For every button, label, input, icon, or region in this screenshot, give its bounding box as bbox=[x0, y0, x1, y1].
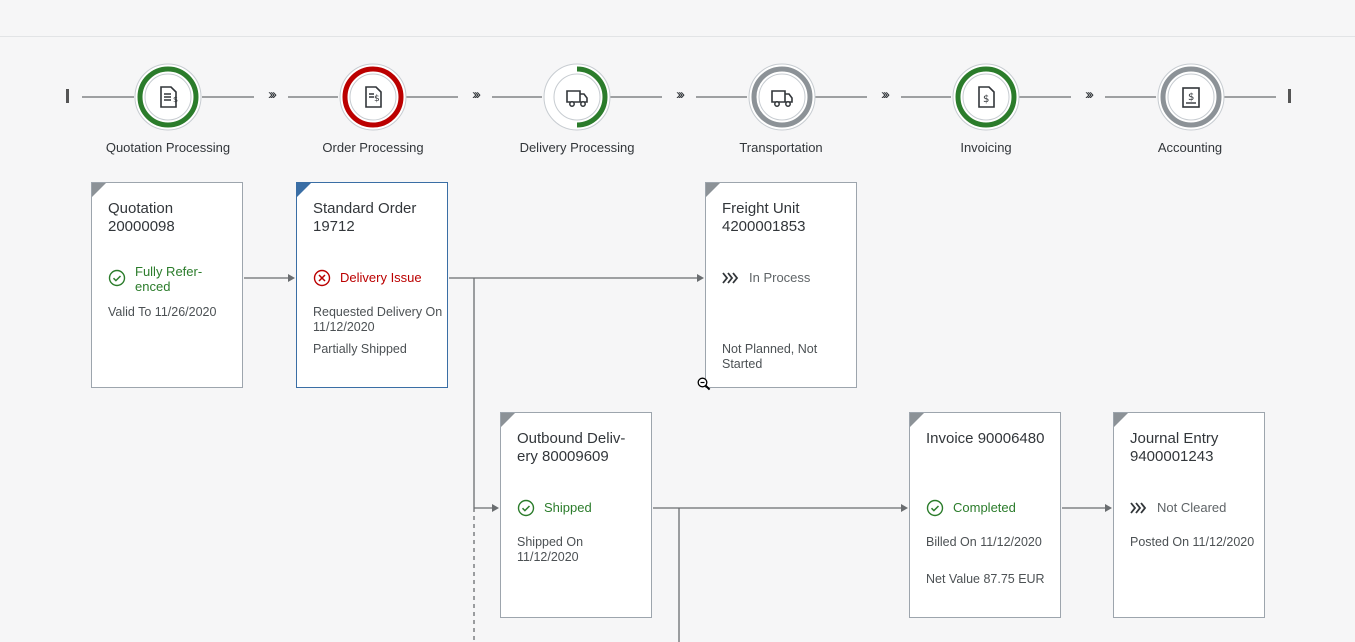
lane-chevron: ››› bbox=[472, 86, 481, 103]
node-corner bbox=[910, 413, 924, 427]
node-title: Standard Order 19712 bbox=[313, 200, 417, 235]
node-detail: Not Planned, Not Started bbox=[722, 342, 818, 371]
node-standard-order[interactable]: Standard Order 19712 Delivery Issue Requ… bbox=[296, 182, 448, 388]
zoom-out-cursor-icon bbox=[697, 377, 711, 391]
node-freight-unit[interactable]: Freight Unit 4200001853 In Process Not P… bbox=[705, 182, 857, 388]
document-dollar-icon: $ bbox=[978, 86, 995, 108]
node-detail: Shipped On 11/12/2020 bbox=[517, 535, 584, 564]
node-title: Outbound Deliv-ery 80009609 bbox=[517, 430, 626, 465]
node-status-text: Shipped bbox=[544, 500, 592, 515]
node-corner bbox=[706, 183, 720, 197]
lane-label: Delivery Processing bbox=[519, 140, 635, 155]
lane-chevron: ››› bbox=[676, 86, 685, 103]
node-journal-entry[interactable]: Journal Entry 9400001243 Not Cleared Pos… bbox=[1113, 412, 1265, 618]
chevrons-icon bbox=[1130, 502, 1147, 514]
lane-status-ring bbox=[1157, 63, 1225, 131]
node-title: Quotation 20000098 bbox=[108, 200, 175, 235]
lane-start-marker bbox=[66, 89, 69, 103]
node-title: Invoice 90006480 bbox=[926, 430, 1045, 447]
node-corner bbox=[92, 183, 106, 197]
lane-invoicing[interactable]: $ bbox=[951, 62, 1021, 132]
svg-text:$: $ bbox=[983, 94, 989, 105]
node-quotation[interactable]: Quotation 20000098 Fully Refer-enced Val… bbox=[91, 182, 243, 388]
check-circle-icon bbox=[926, 499, 944, 517]
lane-status-ring bbox=[952, 63, 1020, 131]
truck-icon bbox=[771, 90, 793, 107]
node-corner bbox=[297, 183, 311, 197]
lane-delivery-processing[interactable] bbox=[542, 62, 612, 132]
node-detail: Net Value 87.75 EUR bbox=[926, 572, 1045, 586]
ledger-icon: $ bbox=[1182, 87, 1200, 108]
document-dollar-icon: $ bbox=[365, 86, 382, 108]
node-invoice[interactable]: Invoice 90006480 Completed Billed On 11/… bbox=[909, 412, 1061, 618]
node-status-text: Fully Refer-enced bbox=[135, 264, 203, 294]
lane-status-ring bbox=[748, 63, 816, 131]
node-status-text: Delivery Issue bbox=[340, 270, 422, 285]
chevrons-icon bbox=[722, 272, 739, 284]
node-corner bbox=[1114, 413, 1128, 427]
svg-text:$: $ bbox=[173, 95, 178, 104]
svg-text:$: $ bbox=[1188, 92, 1194, 103]
node-status-text: Not Cleared bbox=[1157, 500, 1227, 515]
check-circle-icon bbox=[108, 269, 126, 287]
lane-transportation[interactable] bbox=[747, 62, 817, 132]
lane-label: Quotation Processing bbox=[105, 140, 231, 155]
node-detail: Requested Delivery On 11/12/2020 bbox=[313, 305, 443, 334]
node-detail: Partially Shipped bbox=[313, 342, 407, 356]
lane-chevron: ››› bbox=[1085, 86, 1094, 103]
node-corner bbox=[501, 413, 515, 427]
node-status-text: Completed bbox=[953, 500, 1016, 515]
lane-chevron: ››› bbox=[268, 86, 277, 103]
document-dollar-icon: $ bbox=[160, 86, 178, 108]
lane-chevron: ››› bbox=[881, 86, 890, 103]
lane-label: Accounting bbox=[1157, 140, 1223, 155]
lane-order-processing[interactable]: $ bbox=[338, 62, 408, 132]
shell-header-bar bbox=[0, 0, 1355, 37]
lane-quotation-processing[interactable]: $ bbox=[133, 62, 203, 132]
node-detail: Posted On 11/12/2020 bbox=[1130, 535, 1255, 549]
lane-label: Transportation bbox=[739, 140, 823, 155]
check-circle-icon bbox=[517, 499, 535, 517]
node-detail: Billed On 11/12/2020 bbox=[926, 535, 1042, 549]
lane-end-marker bbox=[1288, 89, 1291, 103]
svg-text:$: $ bbox=[374, 94, 380, 104]
lane-accounting[interactable]: $ bbox=[1156, 62, 1226, 132]
error-circle-icon bbox=[313, 269, 331, 287]
truck-icon bbox=[566, 90, 588, 107]
node-status-text: In Process bbox=[749, 270, 811, 285]
node-outbound-delivery[interactable]: Outbound Deliv-ery 80009609 Shipped Ship… bbox=[500, 412, 652, 618]
node-title: Freight Unit 4200001853 bbox=[722, 200, 806, 235]
lane-label: Invoicing bbox=[960, 140, 1012, 155]
lane-label: Order Processing bbox=[322, 140, 424, 155]
node-detail: Valid To 11/26/2020 bbox=[108, 305, 217, 319]
node-title: Journal Entry 9400001243 bbox=[1130, 430, 1219, 465]
lane-status-ring bbox=[543, 63, 611, 131]
